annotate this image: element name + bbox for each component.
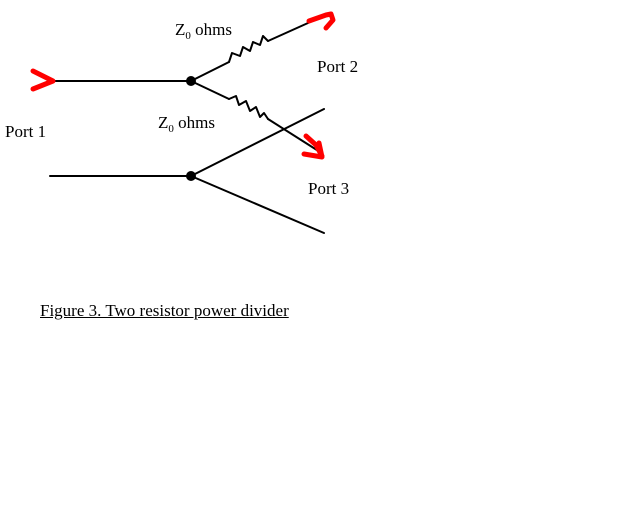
resistor-bottom-label: Z0 ohms [158,113,215,135]
port3-arrow-icon [301,133,325,160]
port2-label: Port 2 [317,57,358,76]
lower-lower-branch [190,175,325,234]
resistor-top [228,35,269,63]
resistor-top-label: Z0 ohms [175,20,232,42]
port3-branch-lead [190,80,230,100]
port1-arrow-icon [30,68,56,92]
lower-upper-branch [190,108,325,177]
port1-label: Port 1 [5,122,46,141]
figure-caption: Figure 3. Two resistor power divider [40,301,289,320]
upper-junction-dot [186,76,196,86]
lower-junction-dot [186,171,196,181]
port2-arrow-icon [306,11,336,31]
port3-label: Port 3 [308,179,349,198]
resistor-bottom [228,95,269,120]
port3-branch-wire [267,118,321,153]
port2-branch-lead [190,61,230,82]
